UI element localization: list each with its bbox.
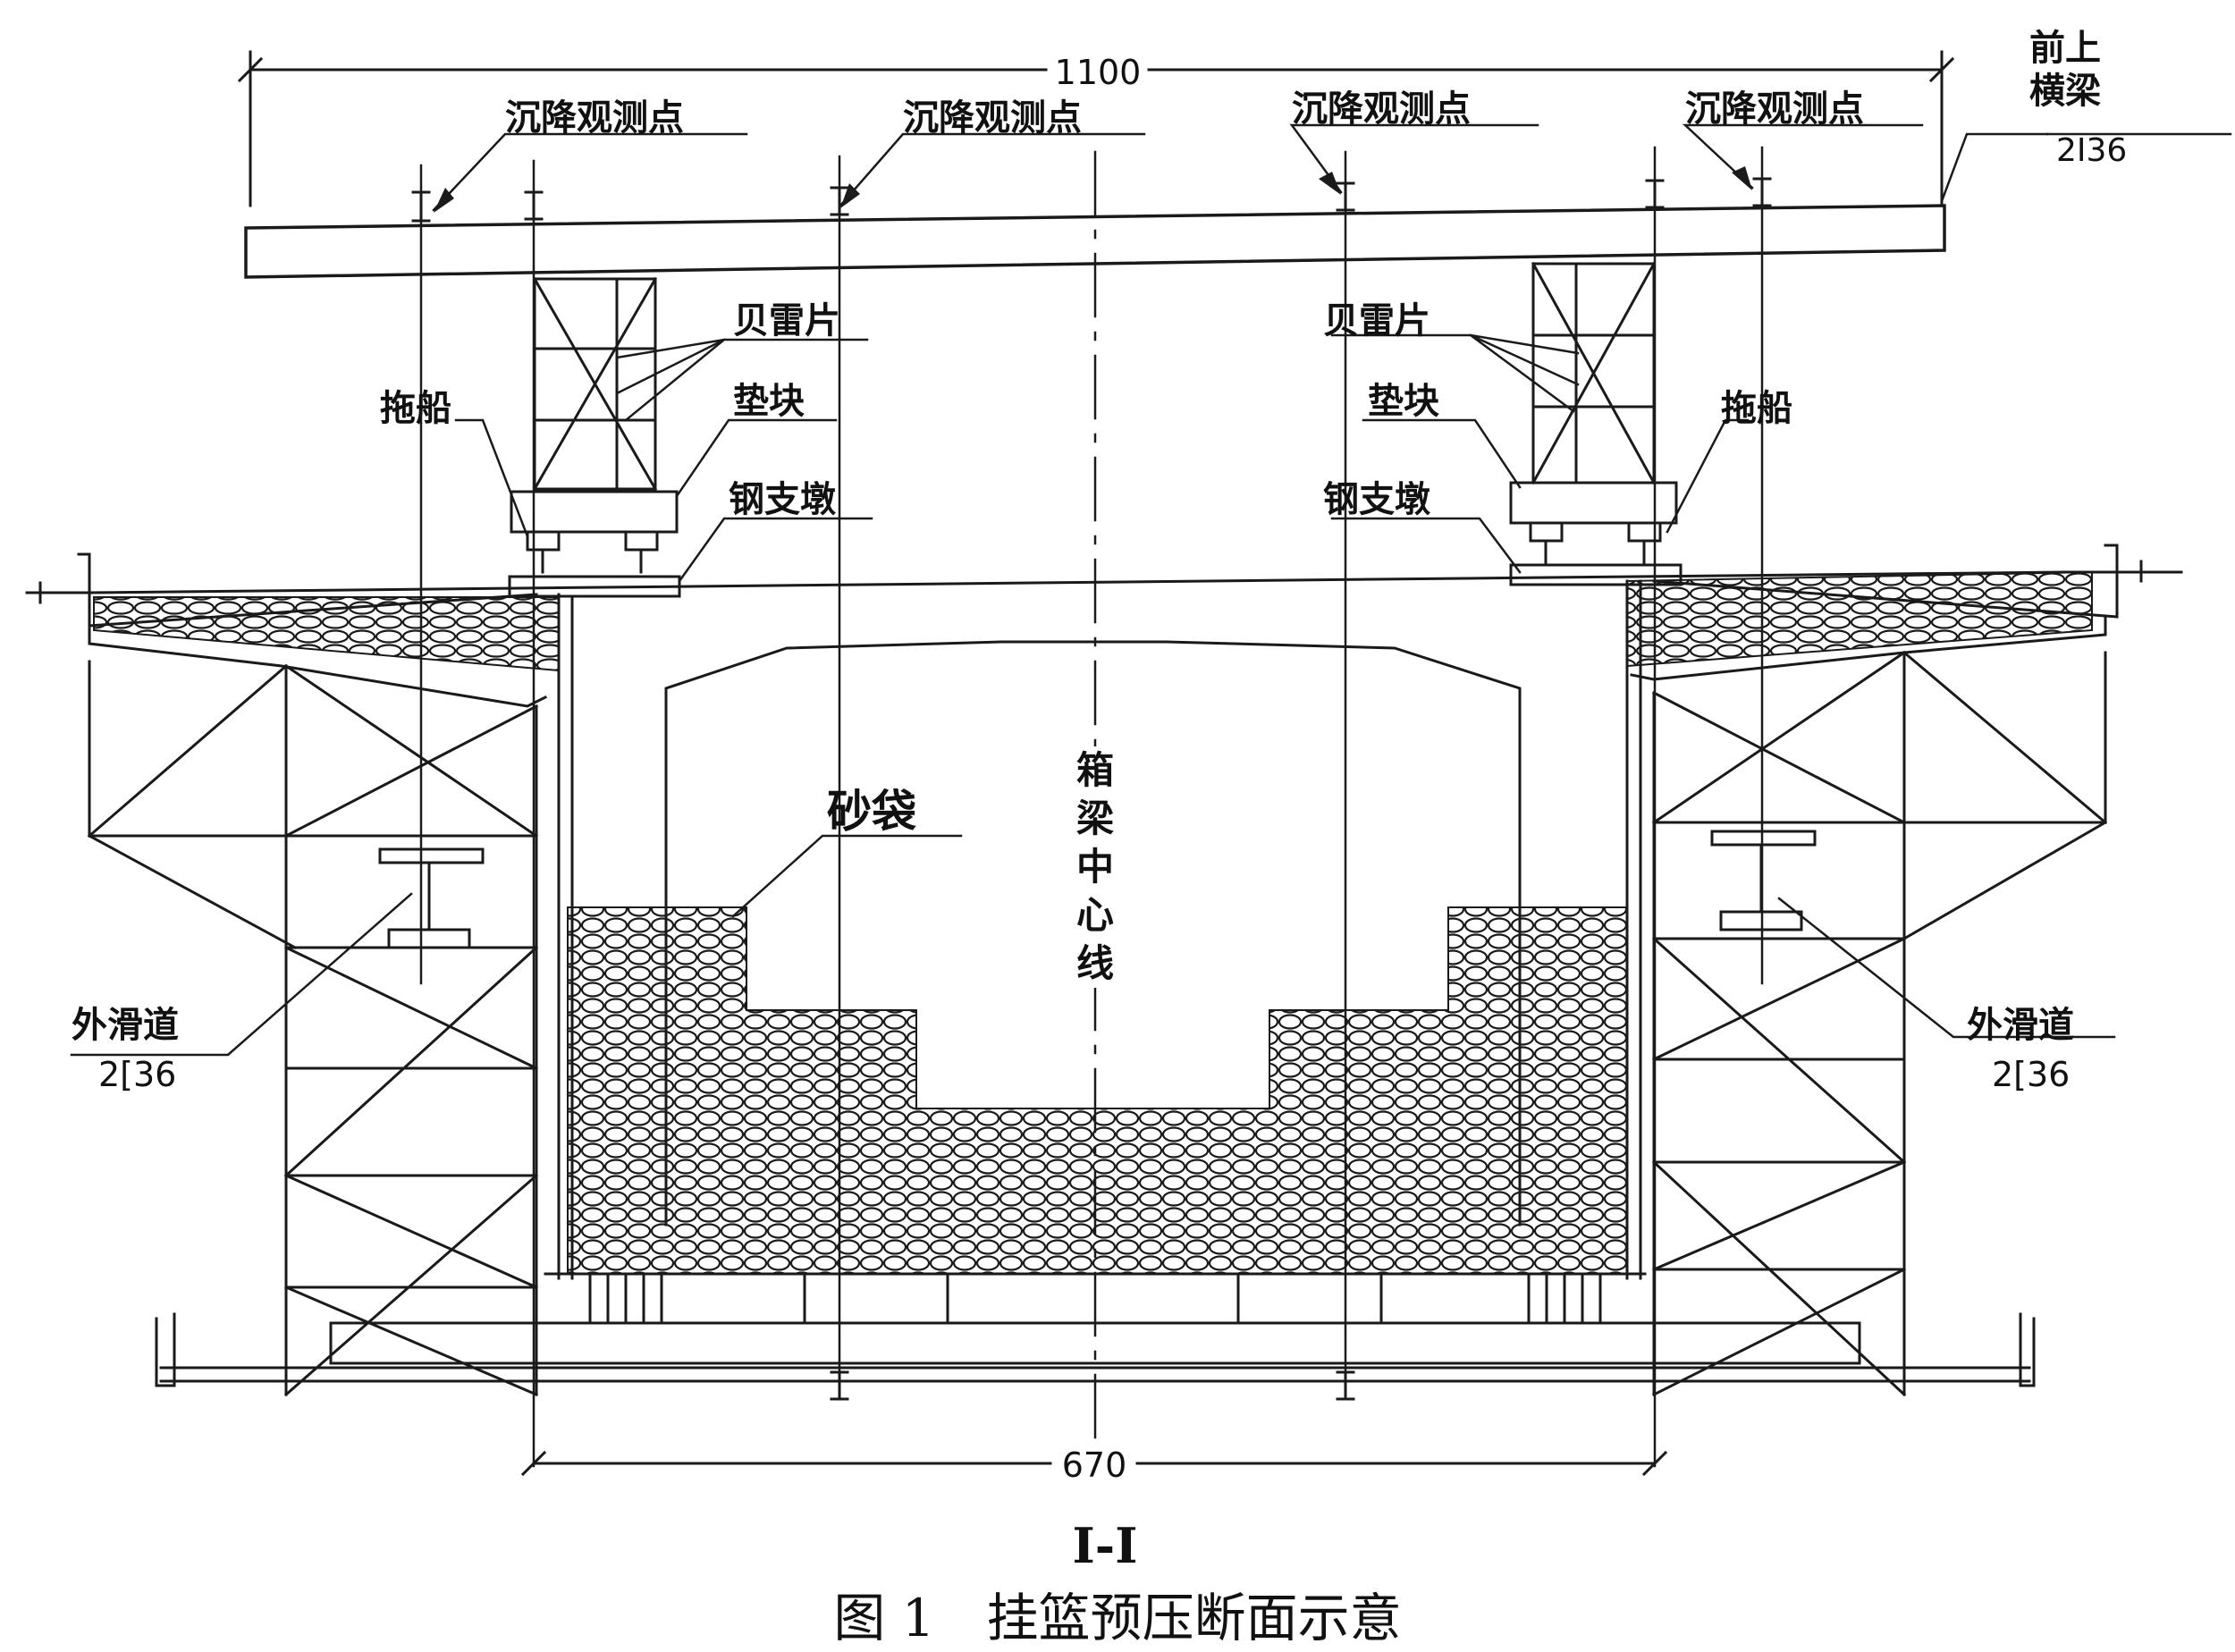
leader-lines [70,123,2232,1057]
settlement-point-markers [411,177,1772,223]
centerline-label: 箱梁中心线 [1075,746,1115,988]
bailey-panel-label-right: 贝雷片 [1323,300,1430,341]
bottom-dimension-line [520,1450,1668,1477]
sandbags-right-wing [1626,570,2093,668]
top-dimension-line [237,50,1955,207]
right-truss-frame [1651,650,2108,1397]
bottom-markers [830,1370,1355,1401]
sandbags-left-wing [93,596,560,672]
towing-shoe-label-right: 拖船 [1721,388,1792,429]
pad-block-left [510,490,679,534]
towing-shoe-label-left: 拖船 [380,388,451,429]
bailey-truss-left [532,276,658,492]
front-beam-label: 前上横梁 [2029,28,2101,112]
settlement-point-label-2: 沉降观测点 [903,97,1082,139]
bailey-panel-label-left: 贝雷片 [733,300,840,341]
figure-caption: 图 1 挂篮预压断面示意 [833,1588,1401,1648]
outer-slideway-spec-right: 2[36 [1992,1055,2070,1094]
pad-block-right [1509,481,1678,525]
outer-slideway-label-right: 外滑道 [1967,1005,2074,1046]
outer-slideway-left [378,847,485,949]
settlement-point-label-1: 沉降观测点 [505,97,684,139]
sand-bags-label: 砂袋 [827,786,916,838]
outer-slideway-label-left: 外滑道 [72,1005,179,1046]
settlement-point-label-4: 沉降观测点 [1685,88,1864,130]
pad-block-label-right: 垫块 [1368,381,1439,422]
box-inner-outline [664,640,1522,1226]
front-beam-spec: 2I36 [2056,132,2127,169]
leader-arrowheads [434,166,1752,213]
survey-vertical-lines [419,146,1764,1468]
left-truss-frame [87,660,539,1397]
towing-shoe-right [1529,521,1662,565]
steel-pier-label-right: 钢支墩 [1323,479,1430,520]
outer-slideway-spec-left: 2[36 [98,1055,176,1094]
settlement-point-label-3: 沉降观测点 [1292,88,1471,130]
front-upper-cross-beam [244,204,1946,279]
bottom-dimension-value: 670 [1062,1446,1127,1485]
top-dimension-value: 1100 [1055,53,1142,92]
pad-block-label-left: 垫块 [733,381,805,422]
section-mark: I-I [1073,1517,1138,1574]
steel-pier-label-left: 钢支墩 [729,479,836,520]
towing-shoe-left [526,530,659,574]
